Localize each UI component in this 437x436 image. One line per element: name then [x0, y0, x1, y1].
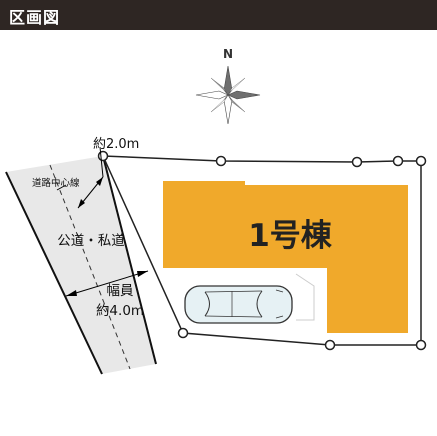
- setback-dimension: [77, 146, 104, 209]
- road-width-label-line2: 約4.0m: [96, 303, 144, 319]
- road-edge-line: [102, 155, 157, 365]
- boundary-marker: [415, 155, 427, 167]
- header-bar: 区画図: [0, 0, 437, 30]
- boundary-marker: [97, 150, 109, 162]
- road-width-label-line1: 幅員: [107, 283, 134, 299]
- road-edge-line: [5, 171, 103, 375]
- road-width-dimension: [65, 270, 149, 297]
- page-title: 区画図: [9, 8, 61, 27]
- north-label: N: [223, 47, 233, 61]
- car-icon: [184, 285, 293, 324]
- setback-label: 約2.0m: [93, 137, 139, 152]
- building-label: 1号棟: [248, 218, 333, 254]
- boundary-markers: [97, 150, 427, 351]
- compass-rose: N: [195, 47, 261, 125]
- road-area: [6, 156, 156, 374]
- boundary-marker: [392, 155, 404, 167]
- boundary-marker: [215, 155, 227, 167]
- boundary-marker: [351, 156, 363, 168]
- boundary-marker: [415, 339, 427, 351]
- road-centerline: [49, 164, 131, 370]
- boundary-marker: [177, 327, 189, 339]
- boundary-marker: [324, 339, 336, 351]
- parking-marking: [295, 273, 315, 321]
- road-type-label: 公道・私道: [57, 233, 125, 249]
- centerline-leader-line: [56, 184, 67, 191]
- centerline-label: 道路中心線: [32, 177, 80, 189]
- building-footprint: [163, 181, 408, 333]
